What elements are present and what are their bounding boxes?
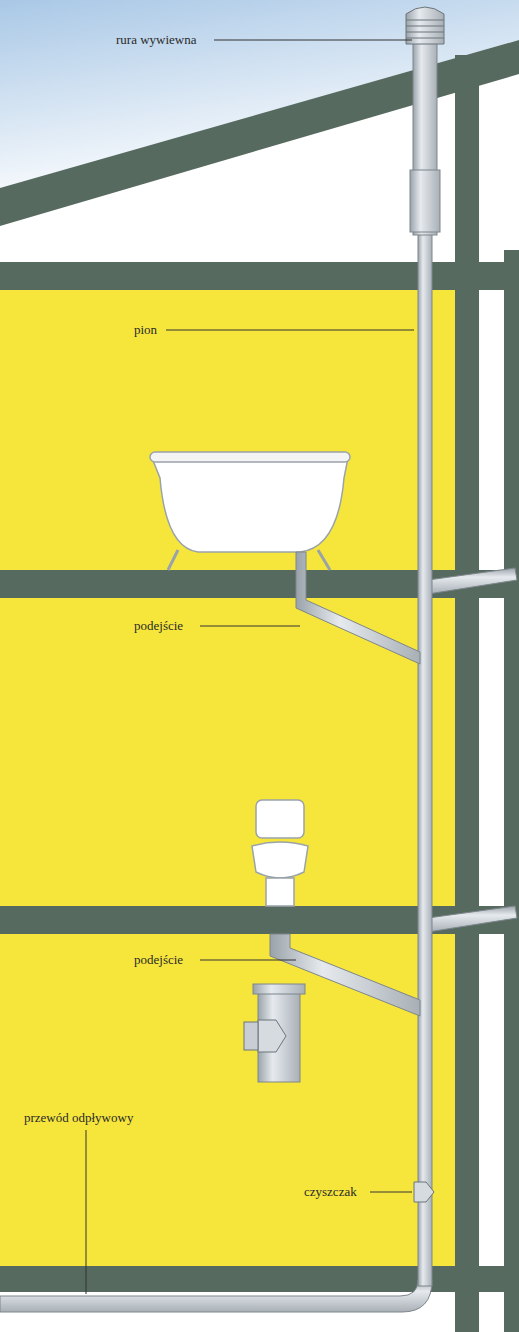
- toilet-tank: [256, 800, 304, 838]
- cleanout-detail: [258, 990, 300, 1082]
- vent-sleeve: [410, 170, 440, 232]
- stack-label: pion: [134, 322, 157, 338]
- cleanout-label: czyszczak: [304, 1184, 357, 1200]
- floor-beam: [0, 1266, 519, 1292]
- floor-beam: [0, 906, 519, 934]
- toilet-bowl: [252, 842, 308, 878]
- roof-beam: [0, 40, 519, 226]
- branch-label: podejście: [134, 618, 183, 634]
- drain-pipe: [0, 1280, 432, 1312]
- cleanout-detail: [253, 984, 305, 994]
- cleanout-detail: [244, 1022, 258, 1050]
- post: [455, 55, 479, 1332]
- bathtub-rim: [150, 452, 350, 462]
- branch-label: podejście: [134, 952, 183, 968]
- post: [504, 250, 519, 1332]
- branch-stub: [428, 568, 517, 594]
- drain-label: przewód odpływowy: [24, 1110, 133, 1126]
- bath-branch: [296, 552, 420, 664]
- vent-cap: [406, 7, 444, 44]
- wall: [0, 288, 462, 1268]
- vent-label: rura wywiewna: [116, 32, 197, 48]
- bathtub: [152, 458, 348, 552]
- cleanout-detail: [258, 1020, 286, 1052]
- leader-lines: [86, 40, 414, 1294]
- cleanout: [414, 1182, 434, 1202]
- stack-pipe: [418, 230, 432, 1286]
- toilet-base: [266, 878, 294, 906]
- floor-beam: [0, 262, 519, 290]
- branch-stub: [428, 906, 517, 932]
